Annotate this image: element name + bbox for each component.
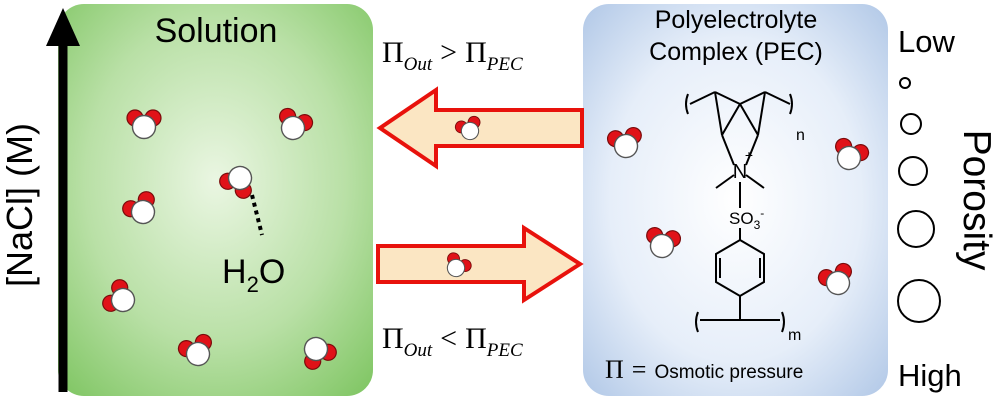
pec-title-line1: Polyelectrolyte: [655, 6, 818, 34]
porosity-label: Porosity: [955, 130, 998, 271]
pore-circle-3: [898, 156, 928, 186]
pore-circle-1: [899, 77, 911, 89]
nacl-axis-arrowhead: [46, 8, 80, 46]
porosity-high-label: High: [898, 358, 962, 393]
arrow-into-pec: [376, 224, 584, 304]
polyanion-subscript-m: m: [788, 327, 801, 344]
nacl-axis-label: [NaCl] (M): [0, 123, 40, 287]
polyanion-structure: [695, 182, 785, 333]
pore-circle-4: [897, 210, 935, 248]
pore-circle-2: [900, 113, 922, 135]
solution-panel: [58, 4, 373, 396]
nitrogen-label: N: [733, 161, 747, 183]
sulfonate-label: SO3-: [729, 206, 764, 232]
osmotic-legend: Π=Osmotic pressure: [605, 355, 803, 384]
polycation-subscript-n: n: [796, 127, 805, 144]
pec-panel: [583, 4, 888, 396]
arrow-out-to-solution: [376, 86, 584, 170]
cation-sign: +: [745, 147, 753, 163]
porosity-circles: [897, 77, 941, 323]
solution-title: Solution: [155, 12, 278, 50]
comparison-bottom: ΠOut<ΠPEC: [382, 322, 523, 361]
water-label-connector: [250, 194, 264, 236]
pore-circle-5: [897, 279, 941, 323]
comparison-top: ΠOut>ΠPEC: [382, 36, 523, 75]
polycation-structure: [685, 91, 793, 189]
pec-title-line2: Complex (PEC): [649, 38, 823, 66]
porosity-low-label: Low: [898, 24, 955, 59]
water-label: H2O: [222, 253, 285, 297]
